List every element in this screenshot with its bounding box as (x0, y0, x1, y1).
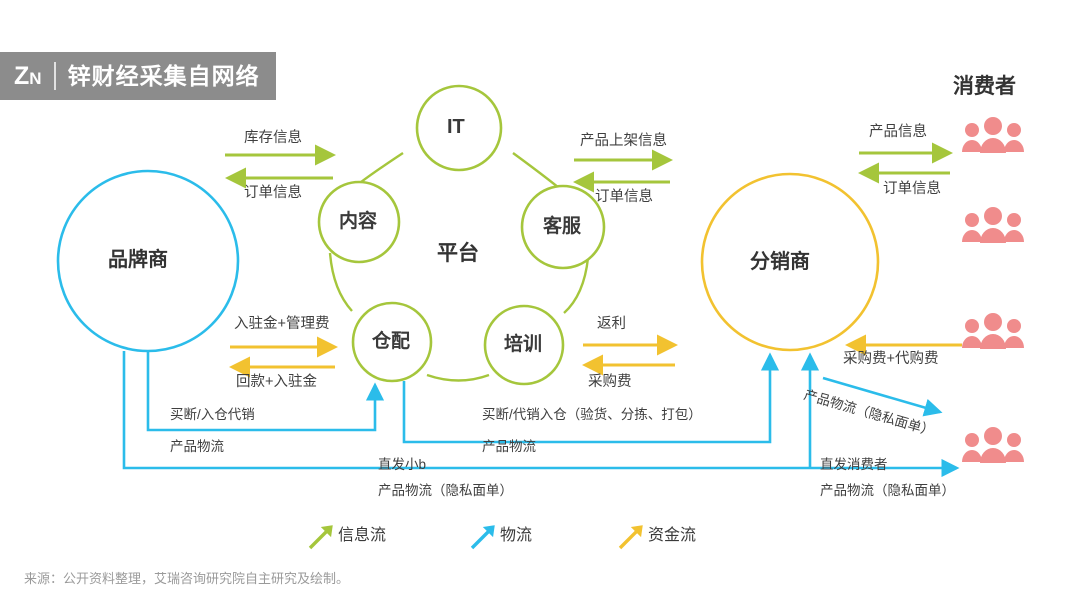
legend-arrow-info-icon (308, 525, 333, 550)
flow-label-entry-fee: 入驻金+管理费 (234, 316, 330, 332)
legend-label-money-flow: 资金流 (648, 527, 697, 544)
platform-node-content[interactable] (317, 180, 401, 264)
flow-label-direct-consumer-logistics: 产品物流（隐私面单） (820, 483, 955, 498)
logistics-warehouse-to-distributor (402, 352, 780, 444)
flow-label-product-logistics-left: 产品物流 (170, 439, 224, 454)
flow-label-product-info: 产品信息 (869, 124, 927, 140)
flow-label-buyout-warehousing: 买断/代销入仓（验货、分拣、打包） (482, 407, 702, 422)
flow-label-payback-entry: 回款+入驻金 (236, 374, 317, 390)
flow-label-rebate: 返利 (597, 316, 626, 332)
platform-ring-segment (563, 257, 590, 314)
consumer-title: 消费者 (953, 75, 1016, 98)
platform-ring-segment (328, 252, 353, 312)
platform-node-service[interactable] (520, 184, 606, 270)
watermark-divider (53, 62, 56, 90)
consumer-people-icon (962, 313, 1024, 349)
flow-label-direct-small-b-logistics: 产品物流（隐私面单） (378, 483, 513, 498)
platform-node-warehouse[interactable] (351, 301, 433, 383)
platform-node-label-it: IT (447, 116, 465, 138)
consumer-people-icon (962, 427, 1024, 463)
distributor-circle (700, 172, 880, 352)
logistics-brand-to-warehouse (146, 351, 385, 432)
logistics-distributor-to-consumer (822, 376, 943, 417)
platform-node-label-content: 内容 (339, 211, 378, 232)
watermark-text: 锌财经采集自网络 (67, 62, 260, 89)
flow-label-product-logistics-mid: 产品物流 (482, 439, 536, 454)
platform-node-label-training: 培训 (504, 334, 543, 355)
distributor-label: 分销商 (750, 251, 810, 273)
platform-node-label-service: 客服 (543, 216, 582, 237)
logistics-brand-direct-to-consumer (122, 351, 960, 478)
watermark-logo: ZN (14, 61, 42, 90)
brand-label: 品牌商 (108, 249, 168, 271)
consumer-people-icon (962, 207, 1024, 243)
watermark-logo-sub: N (29, 68, 42, 88)
platform-node-label-warehouse: 仓配 (372, 331, 411, 352)
flow-label-inventory-info: 库存信息 (244, 130, 302, 146)
flow-label-order-info-mid: 订单信息 (595, 189, 653, 205)
legend-arrow-logistics-icon (470, 525, 495, 550)
legend-arrow-money-icon (618, 525, 643, 550)
platform-node-training[interactable] (483, 304, 565, 386)
source-note: 来源：公开资料整理，艾瑞咨询研究院自主研究及绘制。 (24, 571, 350, 586)
platform-ring-segment (426, 373, 490, 382)
platform-label: 平台 (437, 242, 479, 265)
platform-node-it[interactable] (415, 84, 503, 172)
watermark-logo-main: Z (14, 61, 30, 90)
legend-label-logistics-flow: 物流 (500, 527, 533, 544)
flow-label-purchase-agent-fee: 采购费+代购费 (843, 351, 939, 367)
flow-label-product-listing-info: 产品上架信息 (580, 133, 667, 149)
flow-label-buyout-consignment: 买断/入仓代销 (170, 407, 255, 422)
consumer-people-icon (962, 117, 1024, 153)
flow-label-order-info-right: 订单信息 (883, 181, 941, 197)
flow-label-direct-consumer: 直发消费者 (820, 457, 888, 472)
legend-label-info-flow: 信息流 (338, 527, 387, 544)
flow-label-order-info-left: 订单信息 (244, 185, 302, 201)
flow-label-purchase-fee: 采购费 (588, 374, 632, 390)
flow-label-direct-small-b: 直发小b (378, 457, 427, 472)
watermark-banner: ZN 锌财经采集自网络 (0, 52, 276, 100)
